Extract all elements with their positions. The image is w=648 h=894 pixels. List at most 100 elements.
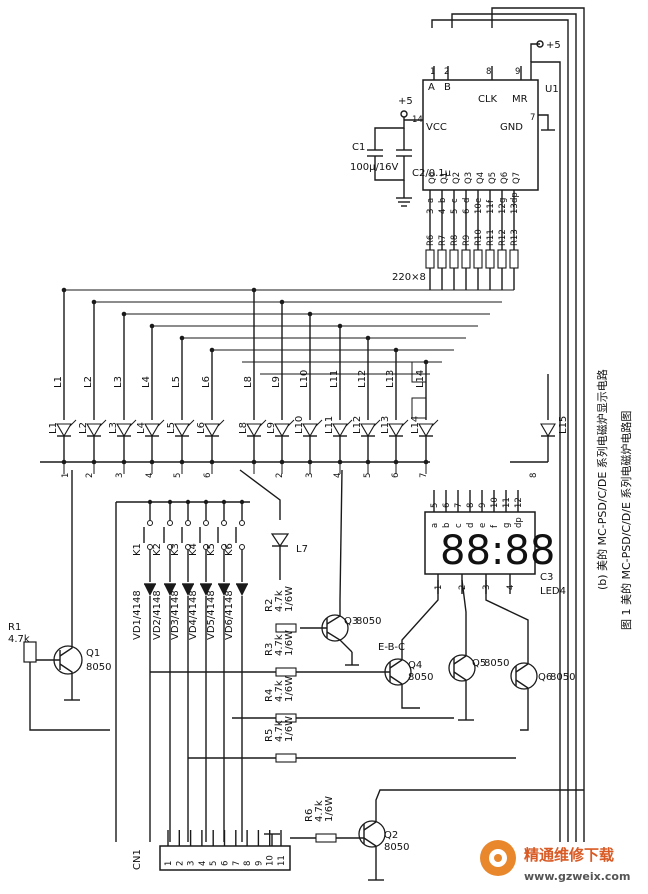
led-top-label: L13 — [385, 370, 396, 388]
array-resistor-body — [509, 249, 519, 269]
led-ray — [401, 419, 409, 427]
led4-ref: LED4 — [540, 586, 566, 597]
array-resistor-ref: R11 — [486, 229, 496, 246]
led-symbol — [56, 423, 72, 438]
resistor-array-label: 220×8 — [392, 272, 426, 283]
led-symbol — [302, 423, 318, 438]
display-segment-pin: 5 — [430, 503, 440, 508]
u1-pin-2: 2 — [444, 67, 449, 77]
led-row-number: 8 — [529, 473, 539, 478]
led-top-label: L10 — [299, 370, 310, 388]
led-matrix — [40, 287, 556, 474]
array-pin-number: 11 — [486, 203, 496, 214]
cn1-pin-number: 8 — [243, 861, 253, 866]
led-symbol — [360, 423, 376, 438]
display-segment-name: f — [490, 524, 500, 528]
led-symbol — [204, 423, 220, 438]
cn1-pin-number: 7 — [232, 861, 242, 866]
q1-ref: Q1 — [86, 648, 100, 659]
supply-label-vcc: +5 — [398, 96, 413, 107]
supply-plus5-top: +5 — [536, 40, 561, 51]
watermark-site-name: 精通维修下载 — [524, 846, 614, 864]
r6-ref: R6 — [304, 809, 315, 822]
led-symbol — [388, 423, 404, 438]
r3-value: 4.7k — [274, 634, 285, 656]
led-bottom-label: L9 — [266, 422, 277, 434]
supply-label-top: +5 — [546, 40, 561, 51]
u1-pin-gnd: GND — [500, 122, 523, 133]
led-ray — [129, 419, 137, 427]
array-pin-number: 13 — [510, 203, 520, 214]
display-segment-name: c — [454, 523, 464, 528]
junction-dot — [279, 299, 285, 305]
array-resistor-body — [473, 249, 483, 269]
q2-ref: Q2 — [384, 830, 398, 841]
led-bottom-label: L4 — [136, 422, 147, 434]
key-contact — [203, 520, 209, 526]
q3-type: 8050 — [356, 616, 381, 627]
c3-ref: C3 — [540, 572, 553, 583]
key-label: K6 — [224, 543, 235, 556]
u1-output-q3: Q3 — [464, 172, 474, 184]
r4-body — [275, 713, 297, 723]
led-bottom-label: L13 — [380, 416, 391, 434]
key-contact — [203, 544, 209, 550]
q6-ref: Q6 — [538, 672, 552, 683]
u1-output-q7: Q7 — [512, 172, 522, 184]
led-bottom-label: L6 — [196, 422, 207, 434]
led-top-label: L12 — [357, 370, 368, 388]
display-segment-pin: 11 — [502, 497, 512, 508]
array-segment-name: c — [450, 198, 460, 203]
cn1-pin-number: 4 — [198, 861, 208, 866]
u1-pin-b: B — [444, 82, 451, 93]
junction-dot — [91, 299, 97, 305]
array-resistor-body — [485, 249, 495, 269]
array-resistor-ref: R6 — [426, 235, 436, 246]
r5-body — [275, 753, 297, 763]
led-row-number: 7 — [419, 473, 429, 478]
r6-power: 1/6W — [324, 796, 335, 822]
led-row-number: 2 — [275, 473, 285, 478]
u1-pin-9: 9 — [515, 67, 520, 77]
key-label: K2 — [152, 543, 163, 556]
led-row-number: 4 — [333, 473, 343, 478]
led-row-number: 3 — [305, 473, 315, 478]
led-ray — [287, 419, 295, 427]
led-top-label: L2 — [83, 376, 94, 388]
array-resistor-ref: R8 — [450, 235, 460, 246]
led-row-number: 6 — [391, 473, 401, 478]
led-symbol — [174, 423, 190, 438]
diode-symbol — [144, 584, 156, 596]
led-row-number: 6 — [203, 473, 213, 478]
led-row-number: 4 — [145, 473, 155, 478]
led-ray — [315, 419, 323, 427]
cn1-pin-number: 1 — [164, 861, 174, 866]
junction-dot — [61, 287, 67, 293]
q4-type: 8050 — [408, 672, 433, 683]
diode-label: VD1/4148 — [132, 590, 143, 640]
junction-dot — [393, 347, 399, 353]
led-row-number: 5 — [363, 473, 373, 478]
c2-label: C2/0.1μ — [412, 168, 452, 179]
r4-ref: R4 — [264, 689, 275, 702]
r2-power: 1/6W — [284, 586, 295, 612]
cn1-pin-number: 3 — [187, 861, 197, 866]
array-segment-name: a — [426, 198, 436, 203]
array-resistor-ref: R7 — [438, 235, 448, 246]
r4-value: 4.7k — [274, 680, 285, 702]
array-pin-number: 3 — [426, 209, 436, 214]
led-ray — [217, 419, 225, 427]
key-contact — [147, 544, 153, 550]
display-segment-pin: 7 — [454, 503, 464, 508]
transistor-q1: Q1 8050 — [53, 470, 111, 701]
led-ray — [431, 419, 439, 427]
sub-caption: (b) 美的 MC-PSD/C/DE 系列电磁炉显示电路 — [595, 369, 609, 590]
led-symbol — [86, 423, 102, 438]
led-top-label: L9 — [271, 376, 282, 388]
diode-symbol — [236, 584, 248, 596]
